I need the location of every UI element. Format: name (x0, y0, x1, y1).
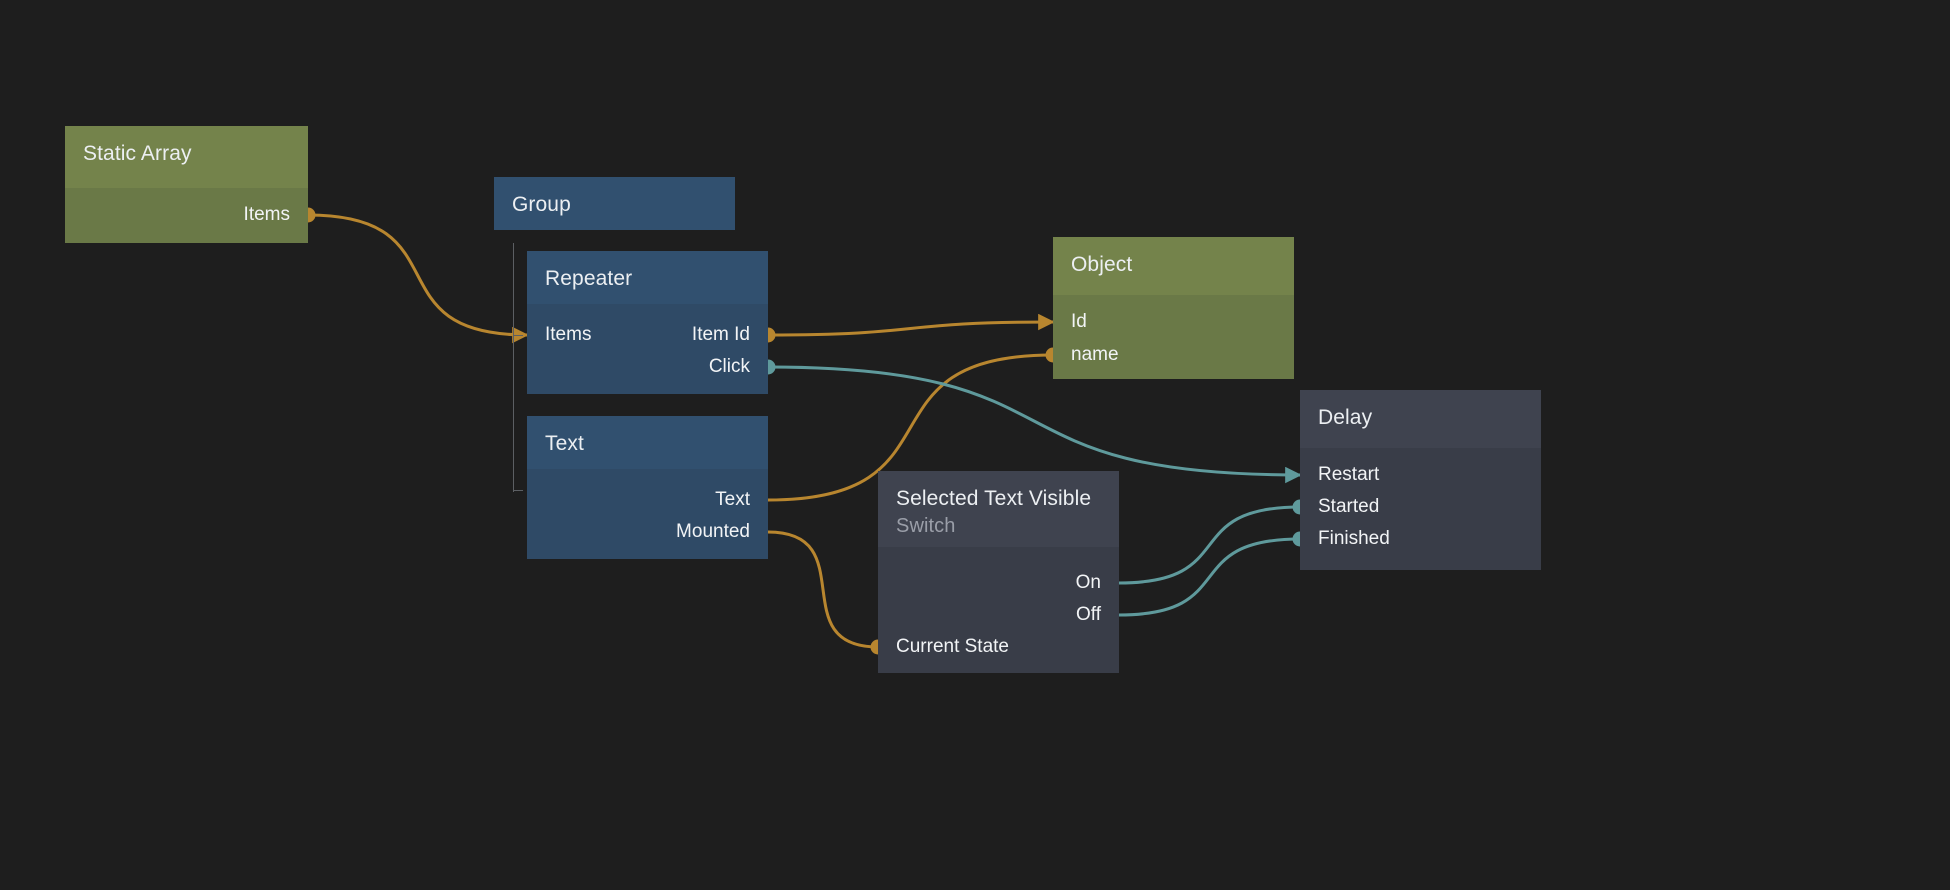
edge-finished-to-off (1104, 537, 1302, 624)
node-header-delay[interactable]: Delay (1300, 390, 1541, 448)
node-header-object[interactable]: Object (1053, 237, 1294, 295)
node-header-static-array[interactable]: Static Array (65, 126, 308, 188)
node-title: Static Array (83, 142, 192, 165)
node-title: Repeater (545, 267, 633, 290)
node-title: Object (1071, 253, 1133, 276)
node-title: Delay (1318, 406, 1373, 429)
node-title: Text (545, 432, 584, 455)
node-header-repeater[interactable]: Repeater (527, 251, 768, 304)
node-subtitle: Switch (896, 515, 956, 537)
node-header-group[interactable]: Group (494, 177, 735, 230)
edge-itemid-to-id (766, 313, 1055, 337)
node-title: Group (512, 193, 571, 216)
port-name-object[interactable]: name (1071, 344, 1119, 365)
group-rail-tick (513, 335, 523, 336)
node-body-object: Id name (1053, 295, 1294, 379)
node-body-static-array: Items (65, 188, 308, 243)
port-restart-delay[interactable]: Restart (1318, 464, 1380, 485)
port-click-repeater[interactable]: Click (708, 356, 750, 377)
port-finished-delay[interactable]: Finished (1318, 528, 1390, 549)
node-body-repeater: Items Item Id Click (527, 304, 768, 394)
edge-started-to-on (1104, 505, 1302, 592)
edge-items-to-items (306, 213, 529, 344)
edge-click-to-restart (766, 365, 1302, 484)
port-started-delay[interactable]: Started (1318, 496, 1380, 517)
port-off-selected-text-visible[interactable]: Off (1076, 604, 1101, 625)
node-header-text[interactable]: Text (527, 416, 768, 469)
node-title: Selected Text Visible (896, 487, 1092, 510)
port-id-object[interactable]: Id (1071, 311, 1087, 332)
port-current-state-selected-text-visible[interactable]: Current State (896, 636, 1009, 657)
node-group[interactable]: Group (494, 177, 735, 230)
group-rail-tick (513, 490, 523, 491)
port-text-text[interactable]: Text (715, 489, 750, 510)
port-items-static-array[interactable]: Items (243, 204, 290, 225)
edge-currentstate-to-mounted (753, 523, 880, 649)
port-item-id-repeater[interactable]: Item Id (691, 324, 750, 345)
port-items-repeater[interactable]: Items (545, 324, 592, 345)
port-mounted-text[interactable]: Mounted (676, 521, 750, 542)
port-on-selected-text-visible[interactable]: On (1075, 572, 1101, 593)
group-rail (513, 243, 514, 492)
